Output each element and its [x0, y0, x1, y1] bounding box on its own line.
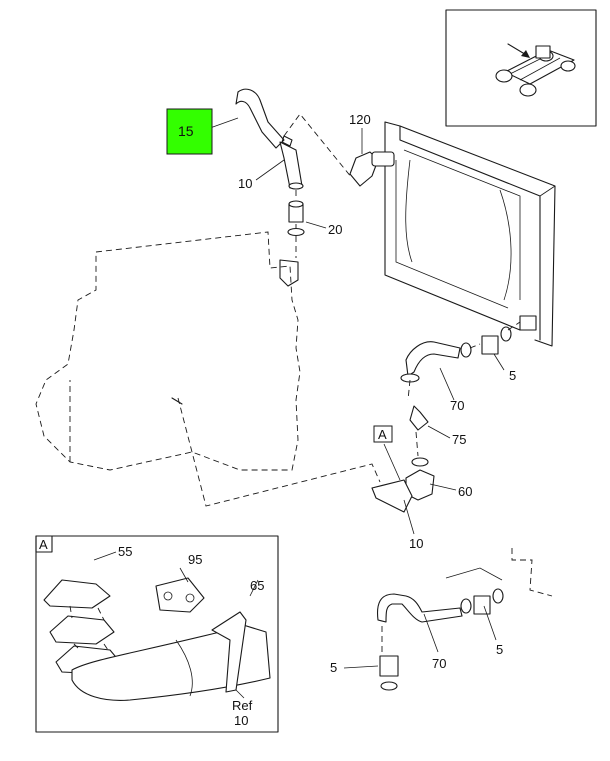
- upper-hose-15: [235, 88, 305, 287]
- lower-hose-assembly: [371, 321, 521, 513]
- detail-tag-box: [373, 425, 393, 443]
- radiator: [384, 121, 556, 347]
- detail-inset-a: [35, 535, 279, 733]
- callout-55: 55: [118, 544, 132, 559]
- engine-block: [35, 231, 301, 471]
- callout-120: 120: [349, 112, 371, 127]
- callout-70-mid: 70: [450, 398, 464, 413]
- callout-10-ref: 10: [234, 713, 248, 728]
- leader-lines: [93, 117, 505, 699]
- lower-right-assembly: [376, 548, 553, 691]
- detail-tag-inset: A: [39, 537, 48, 552]
- arrow-icon: [507, 43, 530, 58]
- callout-75: 75: [452, 432, 466, 447]
- callout-5-low-left: 5: [330, 660, 337, 675]
- callout-10-top: 10: [238, 176, 252, 191]
- callout-5-mid: 5: [509, 368, 516, 383]
- callout-15: 15: [178, 123, 194, 139]
- highlighted-callout-box: [166, 108, 213, 155]
- upper-radiator-inlet: [283, 113, 395, 187]
- truck-chassis-icon: [495, 45, 576, 97]
- callout-5-low-right: 5: [496, 642, 503, 657]
- locator-inset: [445, 9, 597, 127]
- callout-ref: Ref: [232, 698, 253, 713]
- callout-95: 95: [188, 552, 202, 567]
- callout-70-low: 70: [432, 656, 446, 671]
- callout-60: 60: [458, 484, 472, 499]
- detail-tag-main: A: [378, 427, 387, 442]
- callout-65: 65: [250, 578, 264, 593]
- callout-20: 20: [328, 222, 342, 237]
- callout-10-mid: 10: [409, 536, 423, 551]
